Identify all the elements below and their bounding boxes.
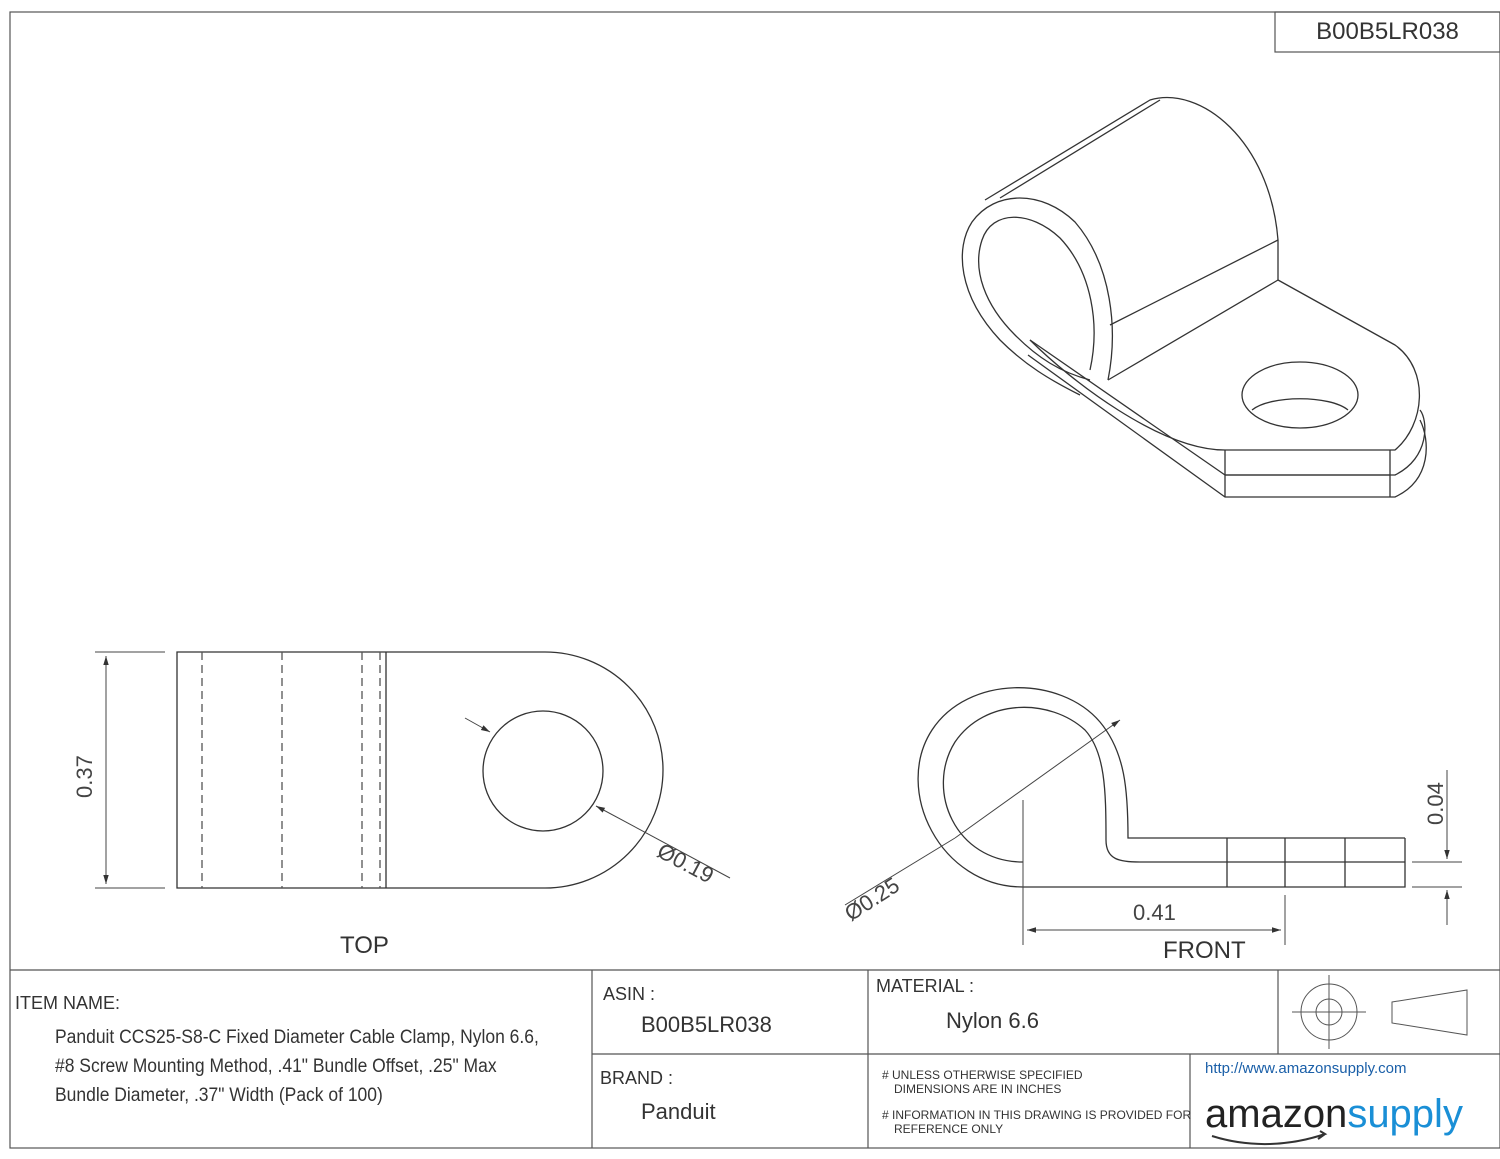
supplier-url[interactable]: http://www.amazonsupply.com: [1205, 1060, 1407, 1077]
top-view: [176, 651, 664, 889]
top-view-label: TOP: [340, 932, 389, 959]
asin-label: ASIN :: [603, 984, 656, 1004]
dim-width: 0.37: [72, 755, 97, 798]
dim-thickness: 0.04: [1423, 782, 1448, 825]
brand-label: BRAND :: [600, 1068, 674, 1088]
isometric-view: [961, 96, 1427, 498]
drawing-number: B00B5LR038: [1316, 18, 1459, 45]
title-block-frame: [10, 969, 1500, 1148]
logo-amazon: amazon: [1205, 1092, 1348, 1136]
material-label: MATERIAL :: [876, 976, 975, 996]
projection-symbol-icon: [1292, 975, 1468, 1049]
logo-smile-icon: [1211, 1130, 1328, 1146]
note-units-line1: # UNLESS OTHERWISE SPECIFIED: [882, 1068, 1083, 1082]
logo-supply: supply: [1347, 1092, 1463, 1136]
note-units-line2: DIMENSIONS ARE IN INCHES: [894, 1082, 1062, 1096]
note-reference-line2: REFERENCE ONLY: [894, 1122, 1004, 1136]
note-reference-line1: # INFORMATION IN THIS DRAWING IS PROVIDE…: [882, 1108, 1192, 1122]
item-name-label: ITEM NAME:: [15, 993, 121, 1013]
item-name: Panduit CCS25-S8-C Fixed Diameter Cable …: [55, 1027, 539, 1106]
material-value: Nylon 6.6: [946, 1008, 1039, 1033]
front-view-label: FRONT: [1163, 937, 1246, 964]
dim-offset: 0.41: [1133, 900, 1176, 925]
amazonsupply-logo: amazonsupply: [1205, 1092, 1463, 1137]
front-view: [917, 687, 1406, 888]
asin-value: B00B5LR038: [641, 1012, 772, 1037]
sheet-border: [9, 11, 1500, 1149]
brand-value: Panduit: [641, 1099, 716, 1124]
front-view-dimensions: [844, 719, 1462, 945]
top-view-dimensions: [95, 651, 731, 889]
